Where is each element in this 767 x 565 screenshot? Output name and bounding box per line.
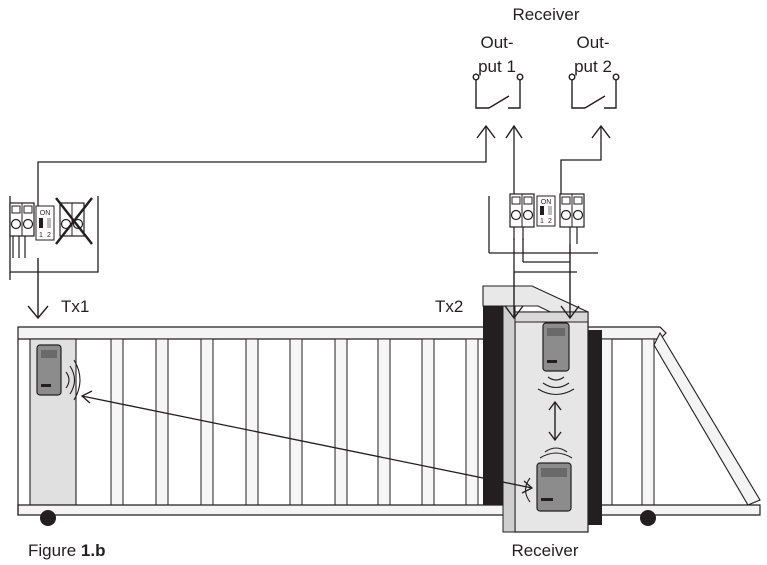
tx2-dip-switch: ON 1 2 — [536, 195, 556, 227]
sliding-gate — [17, 326, 761, 526]
receiver-title-top: Receiver — [512, 5, 579, 24]
output-1-label-line2: put 1 — [478, 57, 516, 76]
output-1-label-line1: Out- — [480, 33, 513, 52]
link-double-arrow-tx1-receiver — [80, 390, 534, 494]
output-2-relay-contact — [568, 73, 620, 109]
receiver-label-bottom: Receiver — [511, 541, 578, 560]
receiver-signal-waves — [524, 447, 573, 503]
figure-caption-prefix: Figure — [28, 541, 81, 560]
tx1-dip-switch: ON 1 2 — [35, 205, 55, 241]
tx1-terminal-block — [9, 202, 35, 258]
link-double-arrow-vertical — [548, 400, 562, 442]
tx1-down-arrow — [27, 258, 49, 320]
tx1-label: Tx1 — [61, 297, 89, 316]
tx2-dip-1-label: 1 — [540, 218, 544, 225]
tx2-down-arrows — [504, 244, 580, 320]
tx1-dip-2-label: 2 — [47, 232, 51, 239]
tx1-device — [36, 344, 62, 396]
tx1-dip-on-label: ON — [40, 210, 51, 217]
output-input-arrows — [476, 124, 611, 139]
figure-caption: Figure 1.b — [28, 541, 105, 560]
output-2-label-line2: put 2 — [574, 57, 612, 76]
receiver-device — [536, 462, 572, 512]
tx1-unused-terminal-crossed — [55, 197, 93, 245]
output-1-relay-contact — [472, 73, 524, 109]
tx2-label: Tx2 — [435, 297, 463, 316]
tx1-dip-1-label: 1 — [39, 232, 43, 239]
tx2-terminal-block-left — [509, 193, 535, 240]
tx2-terminal-block-right — [559, 193, 585, 244]
tx2-dip-on-label: ON — [541, 199, 552, 206]
tx1-signal-waves — [65, 359, 81, 401]
tx2-device — [542, 322, 570, 372]
tx2-signal-waves — [537, 376, 575, 396]
figure-caption-number: 1.b — [81, 541, 106, 560]
tx2-dip-2-label: 2 — [548, 218, 552, 225]
output-2-label-line1: Out- — [576, 33, 609, 52]
